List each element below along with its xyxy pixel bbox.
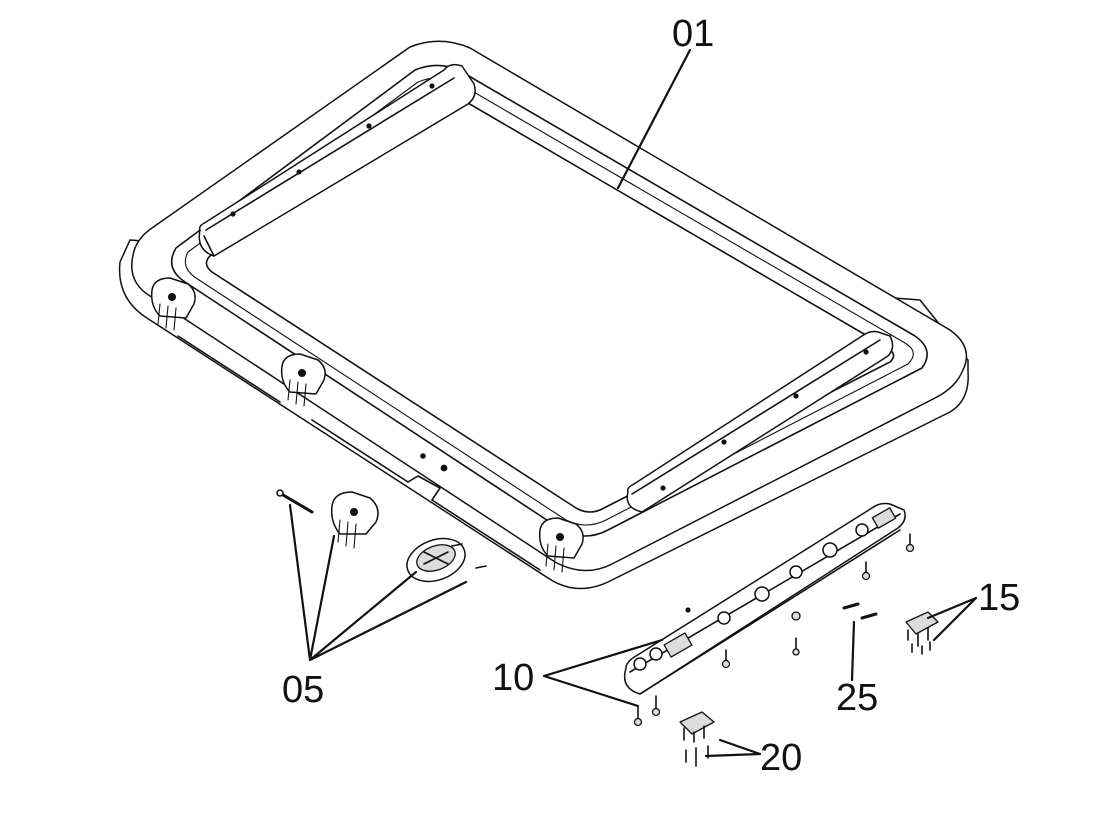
- hinge-right: [538, 517, 584, 573]
- hinge-middle: [280, 353, 326, 407]
- latch-part-20: [679, 711, 715, 767]
- label-01: 01: [672, 13, 714, 55]
- hinge-left: [150, 277, 196, 331]
- hinge-kit-part-05: [276, 489, 487, 583]
- latch-part-15: [905, 611, 939, 655]
- rail-assembly: [623, 502, 906, 695]
- label-25: 25: [836, 677, 878, 719]
- pins-part-25: [842, 602, 878, 620]
- label-15: 15: [978, 577, 1020, 619]
- label-05: 05: [282, 669, 324, 711]
- label-20: 20: [760, 737, 802, 779]
- label-10: 10: [492, 657, 534, 699]
- frame-part-01: [118, 40, 969, 590]
- leader-lines: [288, 48, 978, 758]
- screw-set: [633, 533, 915, 727]
